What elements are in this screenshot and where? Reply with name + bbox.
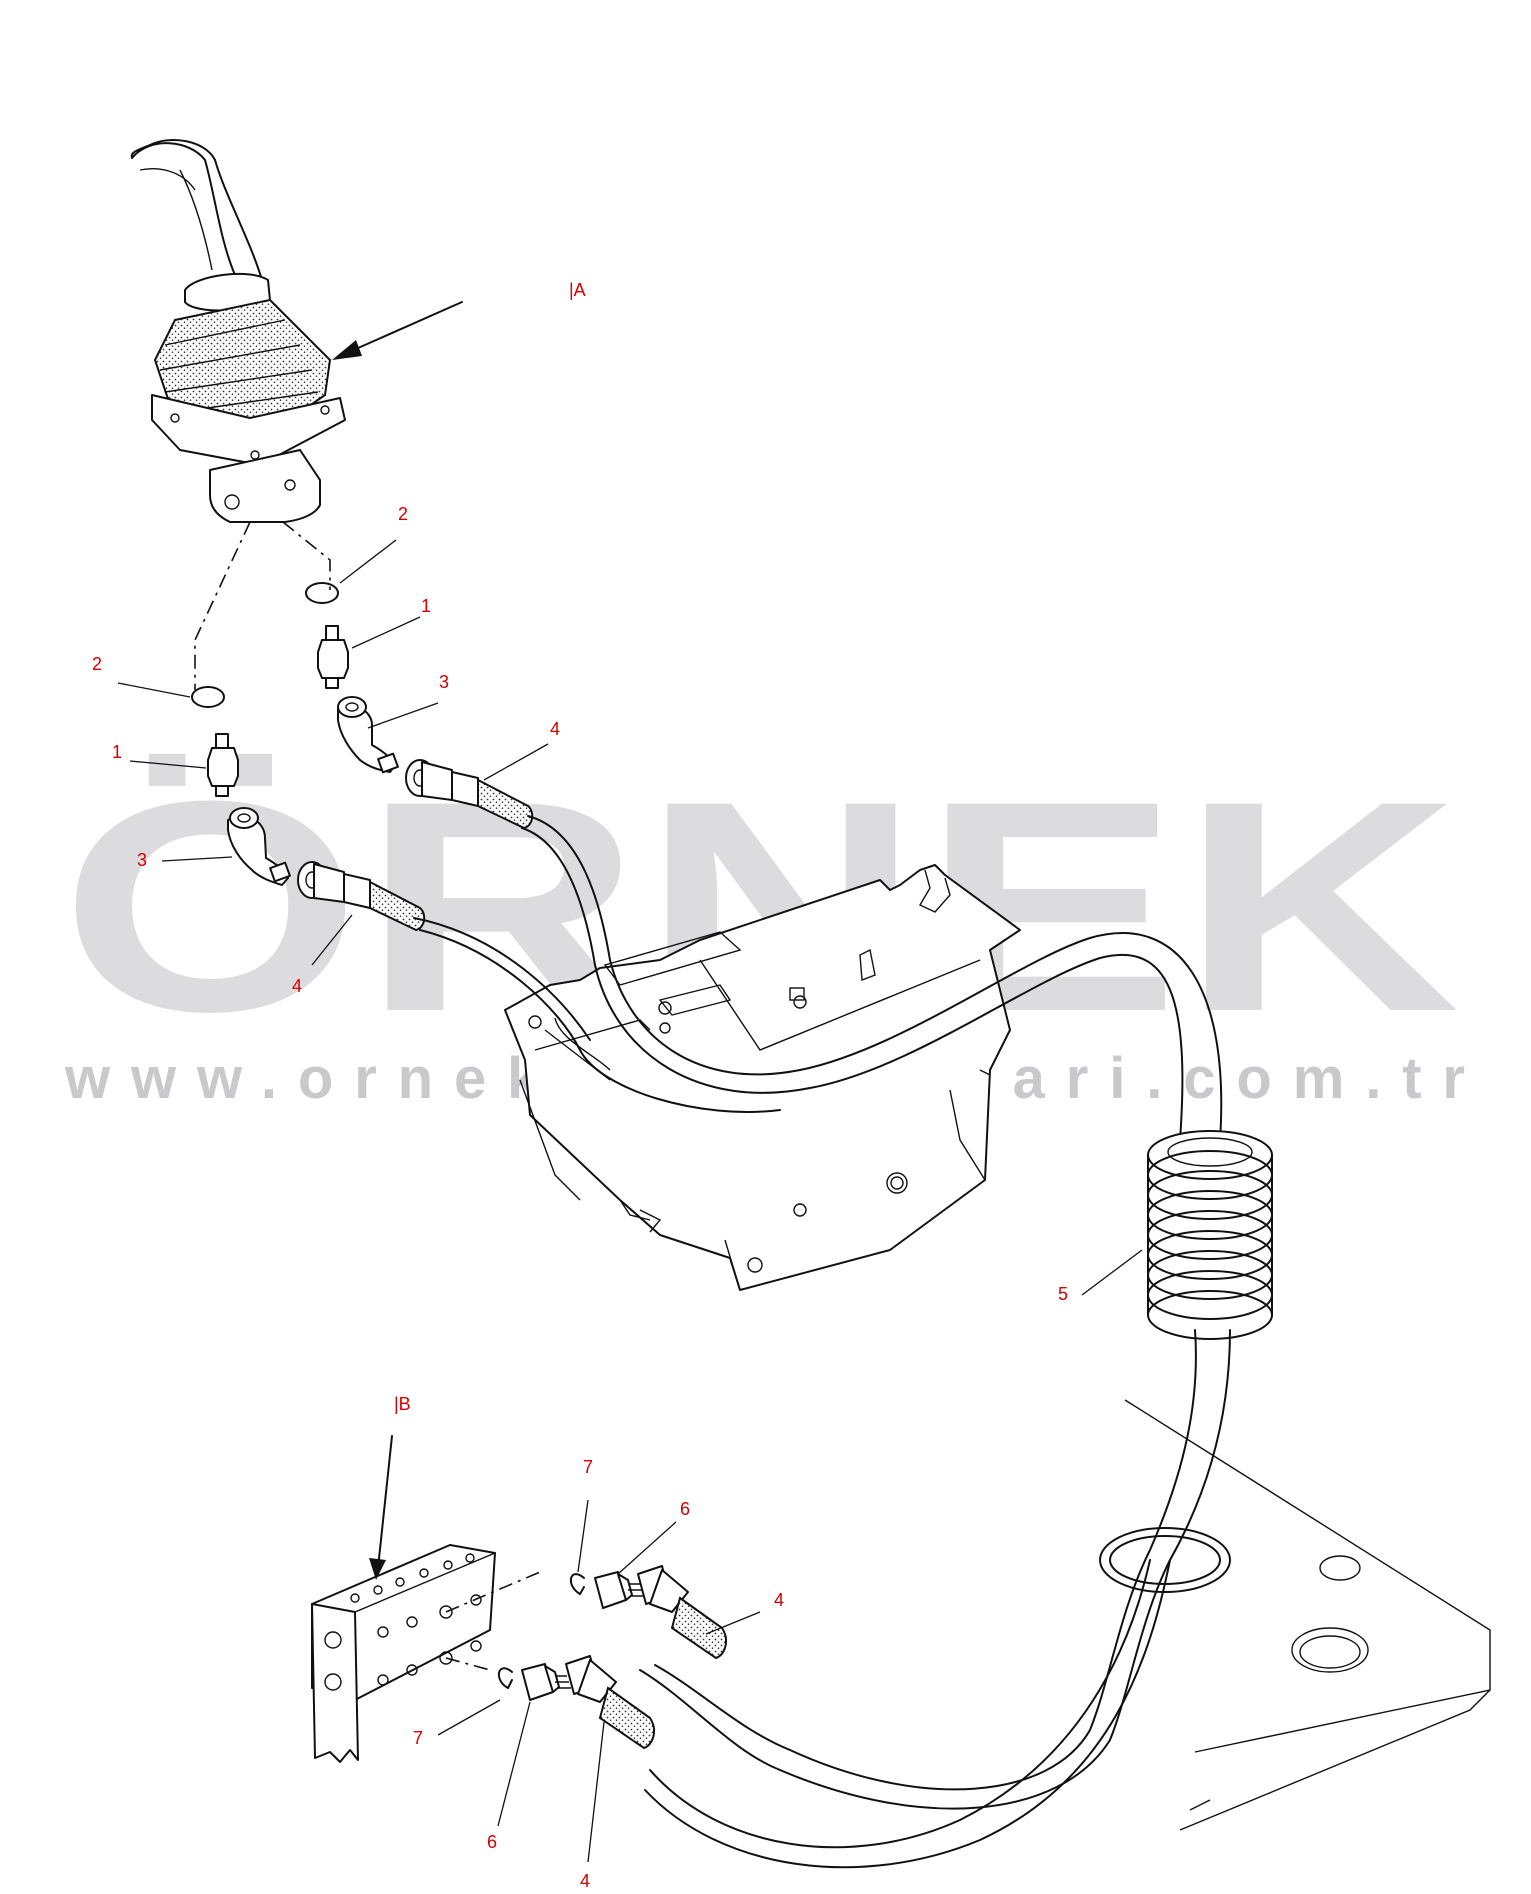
part-labels: |A 2 1 3 4 2 1 3 4 5 |B 7 6 4 7 6 4: [92, 280, 1068, 1891]
hose-end-4-lower-upper: [637, 1565, 727, 1660]
label-view-b: |B: [394, 1394, 411, 1414]
fitting-1-left: [207, 733, 239, 797]
snap-ring-7-upper: [569, 1573, 585, 1595]
spring-guard-5: [1147, 1130, 1273, 1340]
adapter-6-lower: [521, 1663, 571, 1701]
snap-ring-7-lower: [497, 1667, 513, 1689]
view-b-arrow: [369, 1435, 393, 1580]
hose-end-4-top-right: [405, 759, 534, 830]
label-part-7-lower: 7: [413, 1728, 423, 1748]
dashed-centerline-b2: [445, 1657, 491, 1671]
label-view-a: |A: [569, 280, 586, 300]
label-part-5: 5: [1058, 1284, 1068, 1304]
o-ring-2-left: [191, 686, 225, 708]
o-ring-2-right: [305, 582, 339, 604]
label-part-7-upper: 7: [583, 1457, 593, 1477]
dashed-centerline-b1: [445, 1571, 541, 1613]
leader-lines: [117, 539, 1143, 1863]
floor-plate: [1099, 1399, 1491, 1831]
elbow-3-right: [337, 696, 399, 774]
label-part-2-right: 2: [398, 504, 408, 524]
hoses: [413, 815, 1231, 1869]
label-part-3-left: 3: [137, 850, 147, 870]
label-part-1-right: 1: [421, 596, 431, 616]
label-part-2-left: 2: [92, 654, 102, 674]
label-part-1-left: 1: [112, 742, 122, 762]
elbow-3-left: [227, 807, 291, 886]
label-part-3-right: 3: [439, 672, 449, 692]
console-bracket: [504, 864, 1021, 1291]
view-a-arrow: [332, 301, 463, 360]
label-part-6-lower: 6: [487, 1832, 497, 1852]
label-part-4-top-right: 4: [550, 719, 560, 739]
hose-end-4-top-left: [297, 861, 426, 932]
valve-block: [311, 1544, 496, 1763]
adapter-6-upper: [594, 1571, 644, 1609]
dashed-centerlines-top: [194, 521, 331, 690]
label-part-4-lower-upper: 4: [774, 1590, 784, 1610]
joystick: [130, 139, 346, 523]
label-part-6-upper: 6: [680, 1499, 690, 1519]
fitting-1-right: [317, 625, 349, 689]
label-part-4-lower-lower: 4: [580, 1871, 590, 1891]
hose-end-4-lower-lower: [565, 1655, 655, 1750]
label-part-4-top-left: 4: [292, 976, 302, 996]
